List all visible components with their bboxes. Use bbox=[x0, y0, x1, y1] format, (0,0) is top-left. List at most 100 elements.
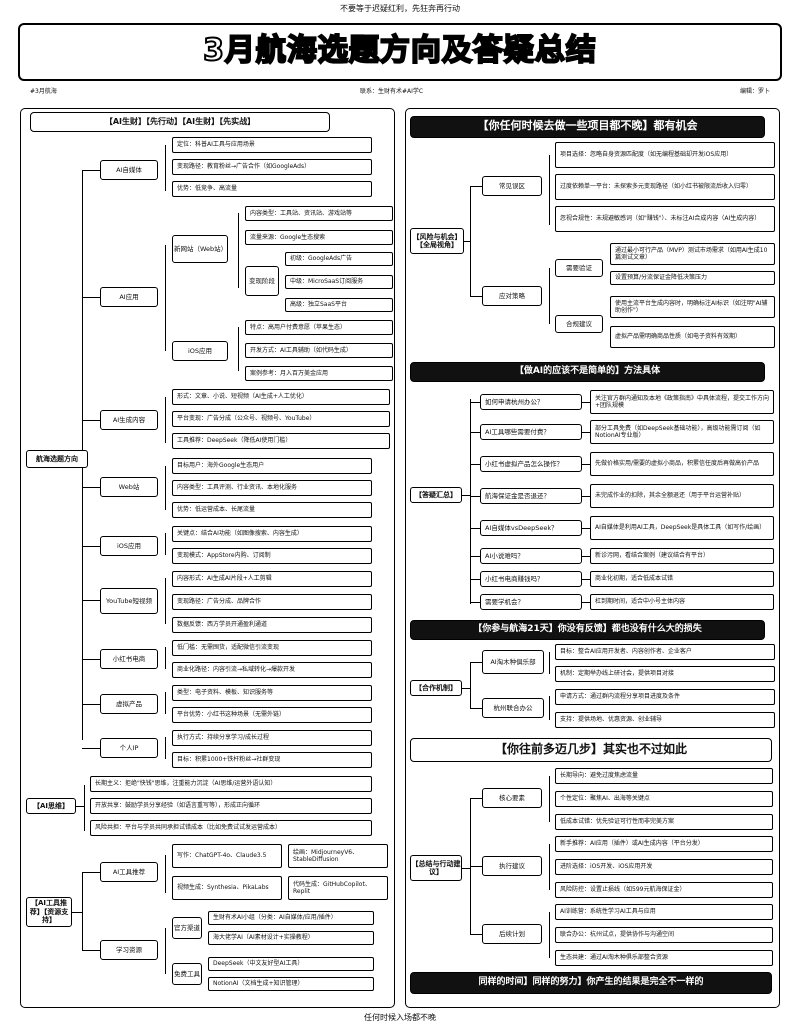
leaf: 优势：低竞争、高流量 bbox=[172, 181, 372, 197]
qa-question: 需要学机会？ bbox=[480, 594, 582, 610]
root-summary-action: 【总结与行动建议】 bbox=[410, 855, 462, 881]
root-risk-opportunity: 【风险与机会】【全局视角】 bbox=[410, 228, 464, 254]
node-ai-club: AI淘木种俱乐部 bbox=[482, 650, 544, 674]
leaf: 海大佬学AI（AI素材设计+实操教程） bbox=[208, 931, 374, 945]
node-free-tools: 免费工具 bbox=[172, 963, 202, 985]
leaf: 执行方式：持续分享学习/成长过程 bbox=[172, 730, 372, 746]
qa-question: 小红书电商赚钱吗？ bbox=[480, 571, 582, 587]
left-panel bbox=[20, 108, 395, 1008]
qa-answer: 部分工具免费（如DeepSeek基础功能），高级功能需订阅（如NotionAI专… bbox=[590, 420, 774, 444]
leaf: 特点：高用户付费意愿（苹果生态） bbox=[245, 320, 393, 335]
leaf: 定位：科普AI工具与应用场景 bbox=[172, 137, 372, 153]
leaf: 中级：MicroSaaS订阅服务 bbox=[285, 275, 393, 289]
page-title: 3月航海选题方向及答疑总结 bbox=[202, 32, 597, 69]
leaf: DeepSeek（中文友好型AI工具） bbox=[208, 957, 374, 971]
meta-right: 编辑：罗卜 bbox=[740, 88, 771, 95]
leaf: 虚拟产品需明确商品性质（如电子资料有效期） bbox=[610, 326, 775, 348]
qa-answer: 商业化初期，适合低成本试错 bbox=[590, 571, 774, 587]
leaf: 使用主流平台生成内容时，明确标注AI标识（如注明"AI辅助创作"） bbox=[610, 296, 775, 318]
leaf: 长期导向：避免过度焦虑流量 bbox=[555, 768, 773, 784]
leaf: 新手推荐：AI应用（插件）或AI生成内容（平台分发） bbox=[555, 836, 773, 852]
leaf: 设置预算/分流保证金降低决策压力 bbox=[610, 271, 775, 285]
qa-question: 航海保证金是否退还？ bbox=[480, 488, 582, 504]
root-tools-resources: 【AI工具推荐】【资源支持】 bbox=[26, 897, 72, 927]
node-ai-self-media: AI自媒体 bbox=[100, 160, 158, 180]
qa-answer: 杠到期时间，适合中小号主体内容 bbox=[590, 594, 774, 610]
root-direction: 航海选题方向 bbox=[26, 450, 88, 468]
top-note: 不要等于迟疑红利，先狂奔再行动 bbox=[340, 4, 460, 13]
meta-center: 联系：生财有术#AI学C bbox=[360, 88, 424, 95]
node-compliance: 合规建议 bbox=[555, 315, 603, 333]
root-ai-thinking: 【AI思维】 bbox=[26, 798, 76, 814]
right-banner-3: 【你参与航海21天】你没有反馈】都也没有什么大的损失 bbox=[410, 620, 765, 640]
qa-question: 小红书虚拟产品怎么操作？ bbox=[480, 456, 582, 472]
leaf: 类型：电子资料、模板、知识服务等 bbox=[172, 685, 372, 701]
leaf: 过度依赖单一平台：未探索多元变现路径（如小红书被限流后收入归零） bbox=[555, 174, 775, 200]
leaf: 平台优势：小红书这种场景（无需外链） bbox=[172, 707, 372, 723]
leaf: 进阶选择：iOS开发、iOS应用开发 bbox=[555, 859, 773, 875]
right-bottom-banner: 同样的时间】同样的努力】你产生的结果是完全不一样的 bbox=[410, 972, 772, 994]
leaf: 目标用户：海外Google生态用户 bbox=[172, 458, 372, 474]
leaf: 高级：独立SaaS平台 bbox=[285, 298, 393, 312]
node-need-verify: 需要验证 bbox=[555, 259, 603, 277]
leaf: 忽视合规性：未规避敏感词（如"赚钱"）、未标注AI合成内容（AI生成内容） bbox=[555, 206, 775, 232]
leaf: 关键点：结合AI功能（如图像搜索、内容生成） bbox=[172, 526, 372, 542]
tool-cell: 绘画：MidjourneyV6、StableDiffusion bbox=[288, 844, 388, 868]
right-banner-4: 【你往前多迈几步】其实也不过如此 bbox=[410, 738, 772, 762]
node-ios-app: iOS应用 bbox=[172, 341, 228, 361]
root-qa-summary: 【答疑汇总】 bbox=[410, 487, 462, 503]
leaf: 商业化路径：内容引流→私域转化→爆款开发 bbox=[172, 662, 372, 678]
leaf: 风险共担：平台与学员共同承担试错成本（比如免费试试发运营成本） bbox=[90, 820, 372, 836]
leaf: 形式：文章、小说、短视频（AI生成+人工优化） bbox=[172, 389, 390, 405]
leaf: 个性定位：聚焦AI、出海等关键点 bbox=[555, 791, 773, 807]
leaf: 流量来源：Google生态搜索 bbox=[245, 230, 393, 245]
leaf: 联合办公：杭州试点，提供协作与沟通空间 bbox=[555, 927, 773, 943]
left-banner: 【AI生财】【先行动】【AI生财】【先实战】 bbox=[30, 112, 330, 132]
leaf: NotionAI（文档生成+知识管理） bbox=[208, 977, 374, 991]
leaf: 申请方式：通过群内流程分享项目进度及条件 bbox=[555, 689, 775, 705]
qa-question: AI工具哪些需要付费？ bbox=[480, 424, 582, 440]
node-youtube: YouTube短视频 bbox=[100, 588, 158, 614]
leaf: 开发方式：AI工具辅助（如代码生成） bbox=[245, 343, 393, 358]
leaf: 生态共建：通过AI淘木种俱乐部整合资源 bbox=[555, 950, 773, 966]
leaf: 项目选择：忽略自身资源匹配度（如无编程基础却开发iOS应用） bbox=[555, 142, 775, 168]
tool-cell: 视频生成：Synthesia、PikaLabs bbox=[172, 876, 282, 900]
leaf: 变现路径：教育粉丝→广告合作（如GoogleAds） bbox=[172, 159, 372, 175]
node-follow-up-plan: 后续计划 bbox=[482, 924, 542, 944]
leaf: 变现模式：AppStore内购、订阅制 bbox=[172, 548, 372, 564]
leaf: 通过最小可行产品（MVP）测试市场需求（如用AI生成10篇测试文章） bbox=[610, 243, 775, 265]
node-hangzhou-office: 杭州联合办公 bbox=[482, 698, 544, 718]
leaf: 平台变现：广告分成（公众号、视频号、YouTube） bbox=[172, 411, 390, 427]
leaf: 优势：低运营成本、长尾流量 bbox=[172, 502, 372, 518]
leaf: 工具推荐：DeepSeek（降低AI使用门槛） bbox=[172, 433, 390, 449]
leaf: 机制：定期举办线上研讨会，提供项目对接 bbox=[555, 666, 775, 682]
node-execution-advice: 执行建议 bbox=[482, 856, 542, 876]
leaf: AI训练营：系统性学习AI工具与应用 bbox=[555, 904, 773, 920]
leaf: 开放共享：鼓励学员分享经验（如语言重写等），形成正向循环 bbox=[90, 798, 372, 814]
leaf: 内容类型：工具站、资讯站、游戏站等 bbox=[245, 206, 393, 221]
node-web-site: 新网站（Web站） bbox=[172, 235, 228, 263]
right-panel bbox=[405, 108, 780, 1008]
right-banner-2: 【做AI的应该不是简单的】方法具体 bbox=[410, 362, 765, 382]
leaf: 目标：积累1000+铁杆粉丝→社群变现 bbox=[172, 752, 372, 768]
node-ai-content: AI生成内容 bbox=[100, 410, 158, 430]
qa-answer: 新诊污网，看结合案例（建议结合有平台） bbox=[590, 548, 774, 564]
leaf: 内容形式：AI生成AI片段+人工剪辑 bbox=[172, 571, 372, 587]
leaf: 支持：提供场地、优惠资源、创业辅导 bbox=[555, 712, 775, 728]
qa-answer: 未完成作业的扣除，其余全额退还（用于平台运营补贴） bbox=[590, 484, 774, 508]
leaf: 低门槛：无需囤货，适配微信引流变现 bbox=[172, 640, 372, 656]
leaf: 风险防控：设置止损线（如599元航海保证金） bbox=[555, 882, 773, 898]
node-web: Web站 bbox=[100, 477, 158, 497]
right-banner-1: 【你任何时候去做一些项目都不晚】都有机会 bbox=[410, 116, 765, 138]
node-response-strategy: 应对策略 bbox=[482, 286, 542, 306]
bottom-note: 任何时候入场都不晚 bbox=[364, 1013, 436, 1022]
node-virtual-product: 虚拟产品 bbox=[100, 694, 158, 714]
node-ios: iOS应用 bbox=[100, 536, 158, 556]
title-frame bbox=[18, 23, 782, 81]
tool-cell: 代码生成：GitHubCopilot、Replit bbox=[288, 876, 388, 900]
leaf: 生财有术AI小组（分类：AI自媒体/应用/插件） bbox=[208, 911, 374, 925]
tool-cell: 写作：ChatGPT-4o、Claude3.5 bbox=[172, 844, 282, 868]
node-official-channel: 官方渠道 bbox=[172, 917, 202, 939]
node-ai-tools: AI工具推荐 bbox=[100, 862, 158, 882]
qa-answer: AI自媒体是利用AI工具，DeepSeek是具体工具（如写作/绘画） bbox=[590, 516, 774, 540]
